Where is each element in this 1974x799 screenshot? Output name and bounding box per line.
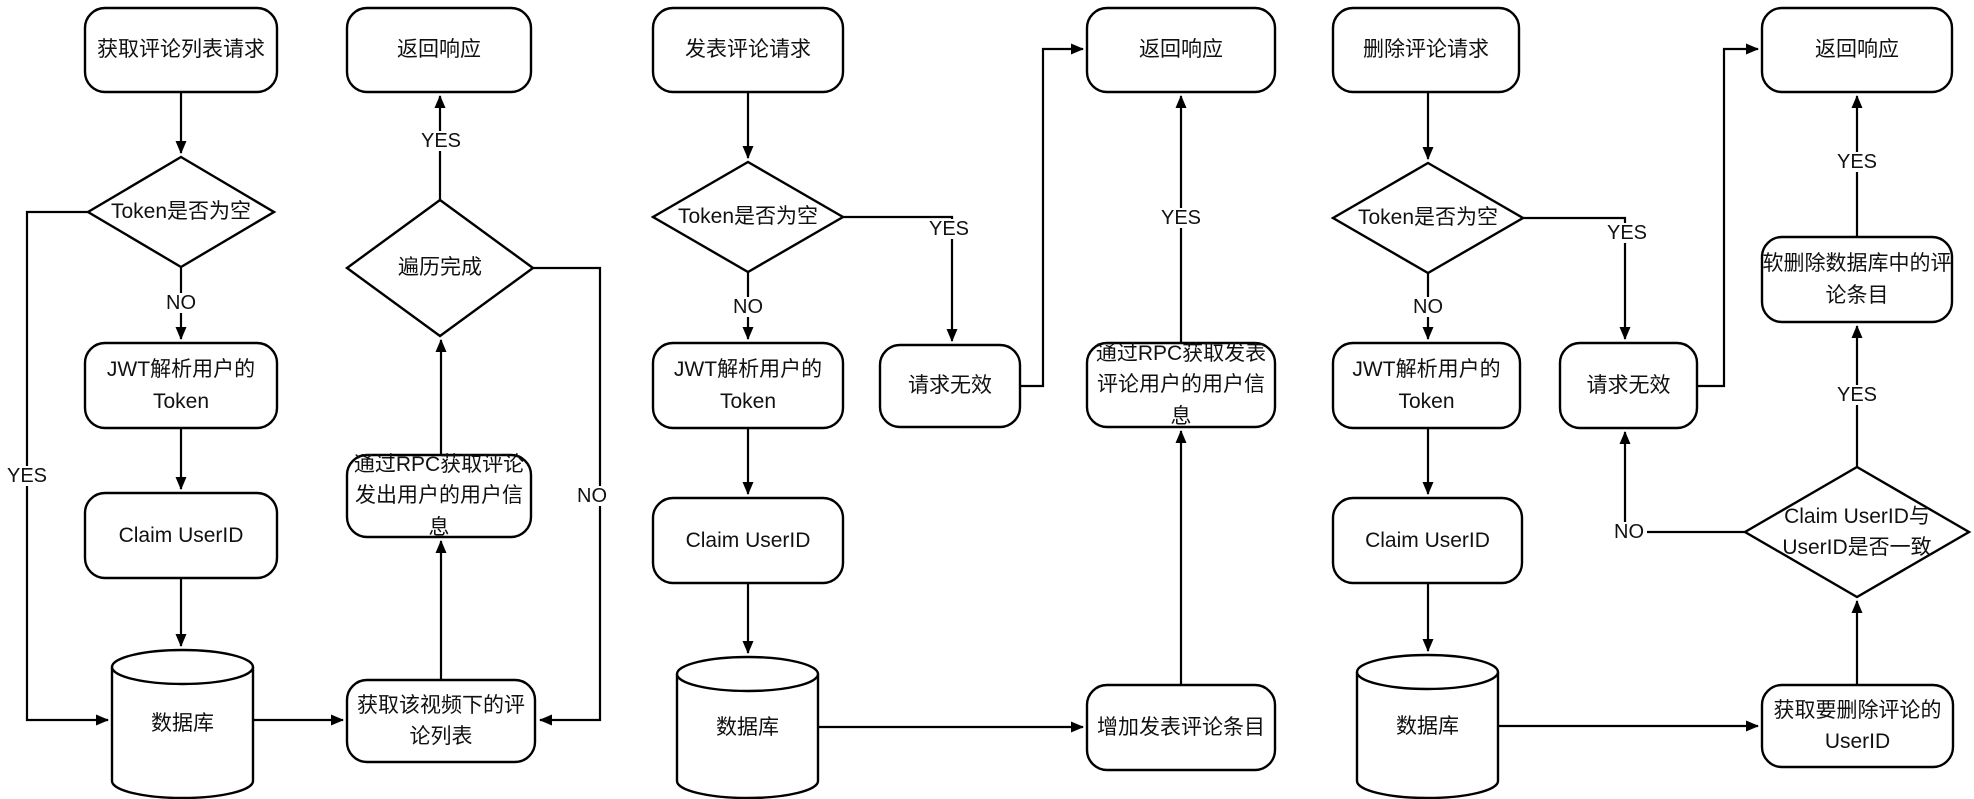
node-f2-add-comment	[1085, 683, 1277, 772]
node-f2-invalid	[878, 343, 1022, 429]
node-f1-response	[345, 6, 533, 94]
node-f3-invalid	[1558, 341, 1699, 430]
node-f2-rpc	[1085, 341, 1277, 429]
node-f2-database-cylinder-top	[675, 655, 820, 693]
node-f3-match-check-diamond	[1742, 465, 1972, 599]
arrow-f3-match-no-to-invalid	[1619, 431, 1745, 534]
node-f1-claim	[83, 491, 279, 580]
node-f2-response	[1085, 6, 1277, 94]
node-f1-token-check-diamond	[85, 155, 277, 269]
arrow-f1-token-yes-to-database	[25, 210, 109, 726]
node-f3-request	[1331, 6, 1521, 94]
node-f2-token-check-diamond	[650, 160, 846, 274]
node-f2-database-cylinder	[675, 674, 820, 799]
node-f3-database-cylinder-top	[1355, 653, 1500, 691]
node-f1-get-comments	[345, 678, 537, 764]
node-f3-database-cylinder	[1355, 672, 1500, 799]
node-f1-rpc	[345, 453, 533, 539]
node-f3-response	[1760, 6, 1954, 94]
node-f1-database-cylinder-top	[110, 648, 255, 686]
node-f1-jwt	[83, 341, 279, 430]
arrow-f2-invalid-to-response	[1020, 43, 1084, 388]
node-f2-jwt	[651, 341, 845, 430]
arrow-f1-traverse-no-to-get-comments	[533, 266, 602, 726]
node-f1-traverse-check-diamond	[344, 198, 536, 338]
arrow-f2-token-yes-to-invalid	[843, 215, 958, 342]
node-f2-claim	[651, 496, 845, 585]
node-f3-jwt	[1331, 341, 1522, 430]
arrow-f3-token-yes-to-invalid	[1523, 216, 1631, 340]
node-f2-request	[651, 6, 845, 94]
node-f3-claim	[1331, 496, 1524, 585]
arrow-f3-invalid-to-response	[1697, 43, 1759, 388]
node-f1-request	[83, 6, 279, 94]
node-f3-token-check-diamond	[1330, 161, 1526, 275]
node-f3-soft-delete	[1760, 235, 1954, 324]
node-f1-database-cylinder	[110, 667, 255, 799]
node-f3-get-userid	[1760, 683, 1955, 769]
